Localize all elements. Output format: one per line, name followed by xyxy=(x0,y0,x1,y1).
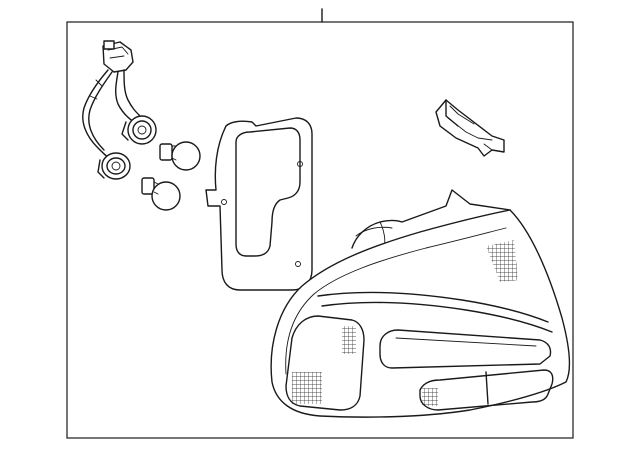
mounting-bracket xyxy=(435,99,505,157)
reflector-texture xyxy=(292,372,322,404)
diagram-frame xyxy=(66,21,574,439)
bulb-upper xyxy=(159,141,201,171)
bulb-socket-upper xyxy=(121,115,157,145)
bulb-socket-lower xyxy=(97,152,131,180)
reflector-texture xyxy=(342,326,356,354)
bulb-lower xyxy=(141,177,181,211)
reflector-texture xyxy=(422,388,438,406)
reflector-texture xyxy=(486,240,518,282)
wiring-harness xyxy=(82,40,141,161)
tail-lamp-assembly xyxy=(270,189,571,418)
lamp-gasket xyxy=(205,117,313,291)
